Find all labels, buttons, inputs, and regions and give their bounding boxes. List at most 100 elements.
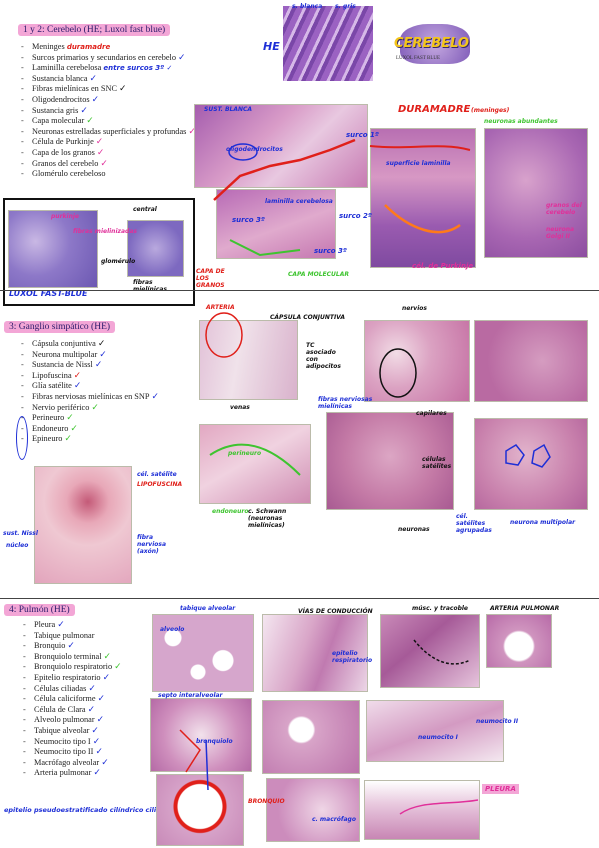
pulmon-image-6 (262, 700, 360, 774)
list-item: Sustancia gris✓ (18, 106, 198, 117)
list-item: Sustancia de Nissl✓ (18, 360, 198, 371)
cerebelo-image-2 (216, 189, 336, 259)
list-item: Fibras nerviosas mielínicas en SNP✓ (18, 392, 198, 403)
pulmon-image-10 (364, 780, 480, 840)
list-item: Arteria pulmonar✓ (20, 768, 160, 779)
label-sust-nissl: sust. Nissl (3, 530, 38, 537)
section-title-ganglio: 3: Ganglio simpático (HE) (4, 321, 116, 333)
ganglio-image-6 (474, 418, 588, 510)
pulmon-image-9 (266, 778, 360, 842)
epitelio-note: epitelio pseudoestratificado cilíndrico … (4, 806, 170, 814)
list-item: Bronquio✓ (20, 641, 160, 652)
cerebelo-annotations (213, 138, 471, 257)
cerebelo-image-4 (484, 128, 588, 258)
label-sust-blanca: SUST. BLANCA (204, 106, 253, 113)
pulmon-image-8 (156, 774, 244, 846)
list-item: Lipofuscina✓ (18, 371, 198, 382)
list-item: Cápsula conjuntiva✓ (18, 339, 198, 350)
list-item: Bronquiolo respiratorio✓ (20, 662, 160, 673)
label-capilares: capilares (416, 410, 447, 417)
cerebelo-logo: CEREBELO LUXOL FAST BLUE (392, 24, 492, 68)
label-s-gris: s. gris (335, 3, 356, 10)
label-nucleo: núcleo (6, 542, 29, 549)
pulmon-image-4 (486, 614, 552, 668)
label-duramadre: DURAMADRE (398, 104, 471, 115)
list-item: Capa molecular✓ (18, 116, 198, 127)
label-cel-satelite-agrupadas: cél. satélites agrupadas (456, 513, 492, 534)
cerebelo-image-3 (370, 128, 476, 268)
label-meninges: (meninges) (471, 107, 510, 114)
list-item: Pleura✓ (20, 620, 160, 631)
label-tabique-alveolar: tabique alveolar (180, 605, 236, 612)
pulmon-image-3 (380, 614, 480, 688)
label-fibras-mielinicas: fibras mielínicas (133, 279, 167, 293)
label-arteria-pulmonar: ARTERIA PULMONAR (490, 605, 560, 612)
list-item: Tabique alveolar✓ (20, 726, 160, 737)
label-surco-1: surco 1º (346, 131, 379, 139)
label-bronquiolo: bronquiolo (196, 738, 233, 745)
list-item: Neumocito tipo II✓ (20, 747, 160, 758)
list-item: Alveolo pulmonar✓ (20, 715, 160, 726)
list-item: Laminilla cerebelosa entre surcos 3º ✓ (18, 63, 198, 74)
list-item: Bronquiolo terminal✓ (20, 652, 160, 663)
label-neuronas-abundantes: neuronas abundantes (484, 118, 558, 125)
label-musc-tracoble: músc. y tracoble (412, 605, 468, 612)
list-item: Granos del cerebelo✓ (18, 159, 198, 170)
luxol-small-text: LUXOL FAST BLUE (396, 56, 441, 61)
label-capa-molecular: CAPA MOLECULAR (288, 271, 349, 278)
list-item: Capa de los granos✓ (18, 148, 198, 159)
label-neuronas: neuronas (398, 526, 430, 533)
cerebelo-list: Meninges duramadre Surcos primarios y se… (18, 42, 198, 180)
label-venas: venas (230, 404, 250, 411)
label-c-macrofago: c. macrófago (312, 816, 356, 823)
label-te-asociado: TC asociado con adipocitos (306, 342, 341, 370)
section-title-cerebelo: 1 y 2: Cerebelo (HE; Luxol fast blue) (18, 24, 171, 36)
list-item: Neurona multipolar✓ (18, 350, 198, 361)
pulmon-image-7 (366, 700, 504, 762)
label-fibras-mielinizadas: fibras mielinizadas (73, 228, 137, 235)
list-item: Neumocito tipo I✓ (20, 737, 160, 748)
label-lipofuscina: LIPOFUSCINA (137, 481, 183, 488)
pulmon-image-1 (152, 614, 254, 692)
label-purkinje: purkinje (51, 213, 79, 220)
label-endoneuro: endoneuro (212, 508, 249, 515)
luxol-image-1 (8, 210, 98, 288)
list-item: Fibras mielínicas en SNC✓ (18, 84, 198, 95)
label-bronquio: BRONQUIO (248, 798, 285, 805)
label-nervios: nervios (402, 305, 427, 312)
pulmon-image-2 (262, 614, 368, 692)
label-epitelio-respiratorio: epitelio respiratorio (332, 650, 373, 664)
list-item: Célula de Clara✓ (20, 705, 160, 716)
cerebelo-logo-text: CEREBELO (394, 36, 469, 51)
label-surco-3a: surco 3º (232, 216, 265, 224)
ganglio-image-5 (326, 412, 454, 510)
list-item: Macrófago alveolar✓ (20, 758, 160, 769)
divider-1 (0, 290, 599, 291)
nerve-bracket (16, 416, 28, 460)
list-item: Célula de Purkinje✓ (18, 137, 198, 148)
list-item: Neuronas estrelladas superficiales y pro… (18, 127, 198, 138)
list-item: Oligodendrocitos✓ (18, 95, 198, 106)
pulmon-list: Pleura✓ Tabique pulmonar Bronquio✓ Bronq… (20, 620, 160, 779)
list-item: Célula caliciforme✓ (20, 694, 160, 705)
label-central: central (133, 206, 157, 213)
pulmon-annotations (179, 639, 479, 815)
list-item: Surcos primarios y secundarios en cerebe… (18, 53, 198, 64)
ganglio-annotations (205, 312, 551, 476)
ganglio-neuron-image (34, 466, 132, 584)
ganglio-image-4 (199, 424, 311, 504)
luxol-title: LUXOL FAST-BLUE (9, 289, 88, 298)
label-surco-3b: surco 3º (314, 247, 347, 255)
ganglio-image-1 (199, 320, 298, 400)
label-neumocito-ii: neumocito II (476, 718, 519, 725)
label-neurona-multipolar: neurona multipolar (510, 519, 576, 526)
pulmon-image-5 (150, 698, 252, 772)
label-capsula: CÁPSULA CONJUNTIVA (270, 314, 346, 321)
luxol-box: purkinje fibras mielinizadas central glo… (3, 198, 195, 306)
label-glomerulo: glomérulo (101, 258, 136, 265)
label-cel-purkinje: cél. de Purkinje (412, 262, 474, 270)
label-arteria: ARTERIA (206, 304, 235, 311)
label-neumocito-i: neumocito I (418, 734, 458, 741)
label-pleura: PLEURA (482, 784, 519, 794)
section-title-pulmon: 4: Pulmón (HE) (4, 604, 75, 616)
